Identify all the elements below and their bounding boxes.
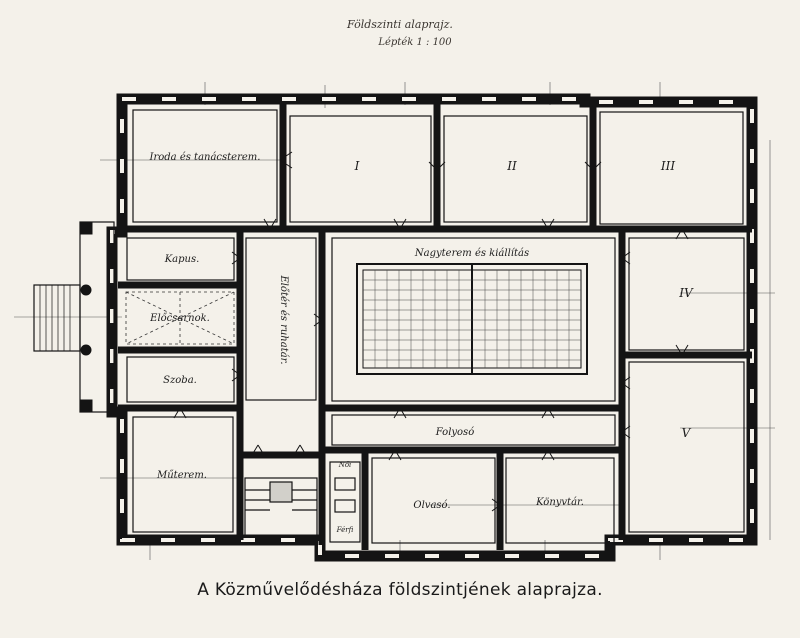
plan-scale: Lépték 1 : 100 <box>378 37 452 48</box>
plan-title: Földszinti alaprajz. <box>347 18 453 31</box>
room-label-muterem: Műterem. <box>156 470 207 481</box>
room-label-folyoso: Folyosó <box>435 427 474 438</box>
room-label-kapus: Kapus. <box>164 254 200 265</box>
room-label-eloterem: Előcsarnok. <box>149 313 210 324</box>
exterior-walls <box>106 93 758 562</box>
room-label-3: III <box>660 159 675 173</box>
stair-block <box>244 461 361 543</box>
vestibule-hatch <box>125 291 235 345</box>
room-label-1: I <box>354 159 360 173</box>
plan-caption: A Közművelődésháza földszintjének alapra… <box>197 580 603 600</box>
room-outlines <box>126 109 745 544</box>
room-label-eloter: Előtér és ruhatár. <box>278 274 289 364</box>
room-label-nagyterem: Nagyterem és kiállítás <box>414 248 529 259</box>
room-label-ferfi: Férfi <box>336 526 354 534</box>
room-label-szoba: Szoba. <box>163 375 197 386</box>
interior-walls <box>118 104 752 550</box>
entrance-stairs <box>33 221 115 413</box>
skylight-grid <box>356 263 588 375</box>
room-label-iroda: Iroda és tanácsterem. <box>149 152 261 163</box>
room-label-olvaso: Olvasó. <box>413 500 450 511</box>
door-marks <box>173 151 689 512</box>
room-label-5: V <box>682 426 692 440</box>
room-label-4: IV <box>678 286 694 300</box>
axis-lines <box>14 82 775 560</box>
wall-window-marks <box>110 97 754 558</box>
room-label-2: II <box>506 159 517 173</box>
room-label-noi: Női <box>338 460 352 469</box>
room-label-konyvtar: Könyvtár. <box>535 497 584 508</box>
